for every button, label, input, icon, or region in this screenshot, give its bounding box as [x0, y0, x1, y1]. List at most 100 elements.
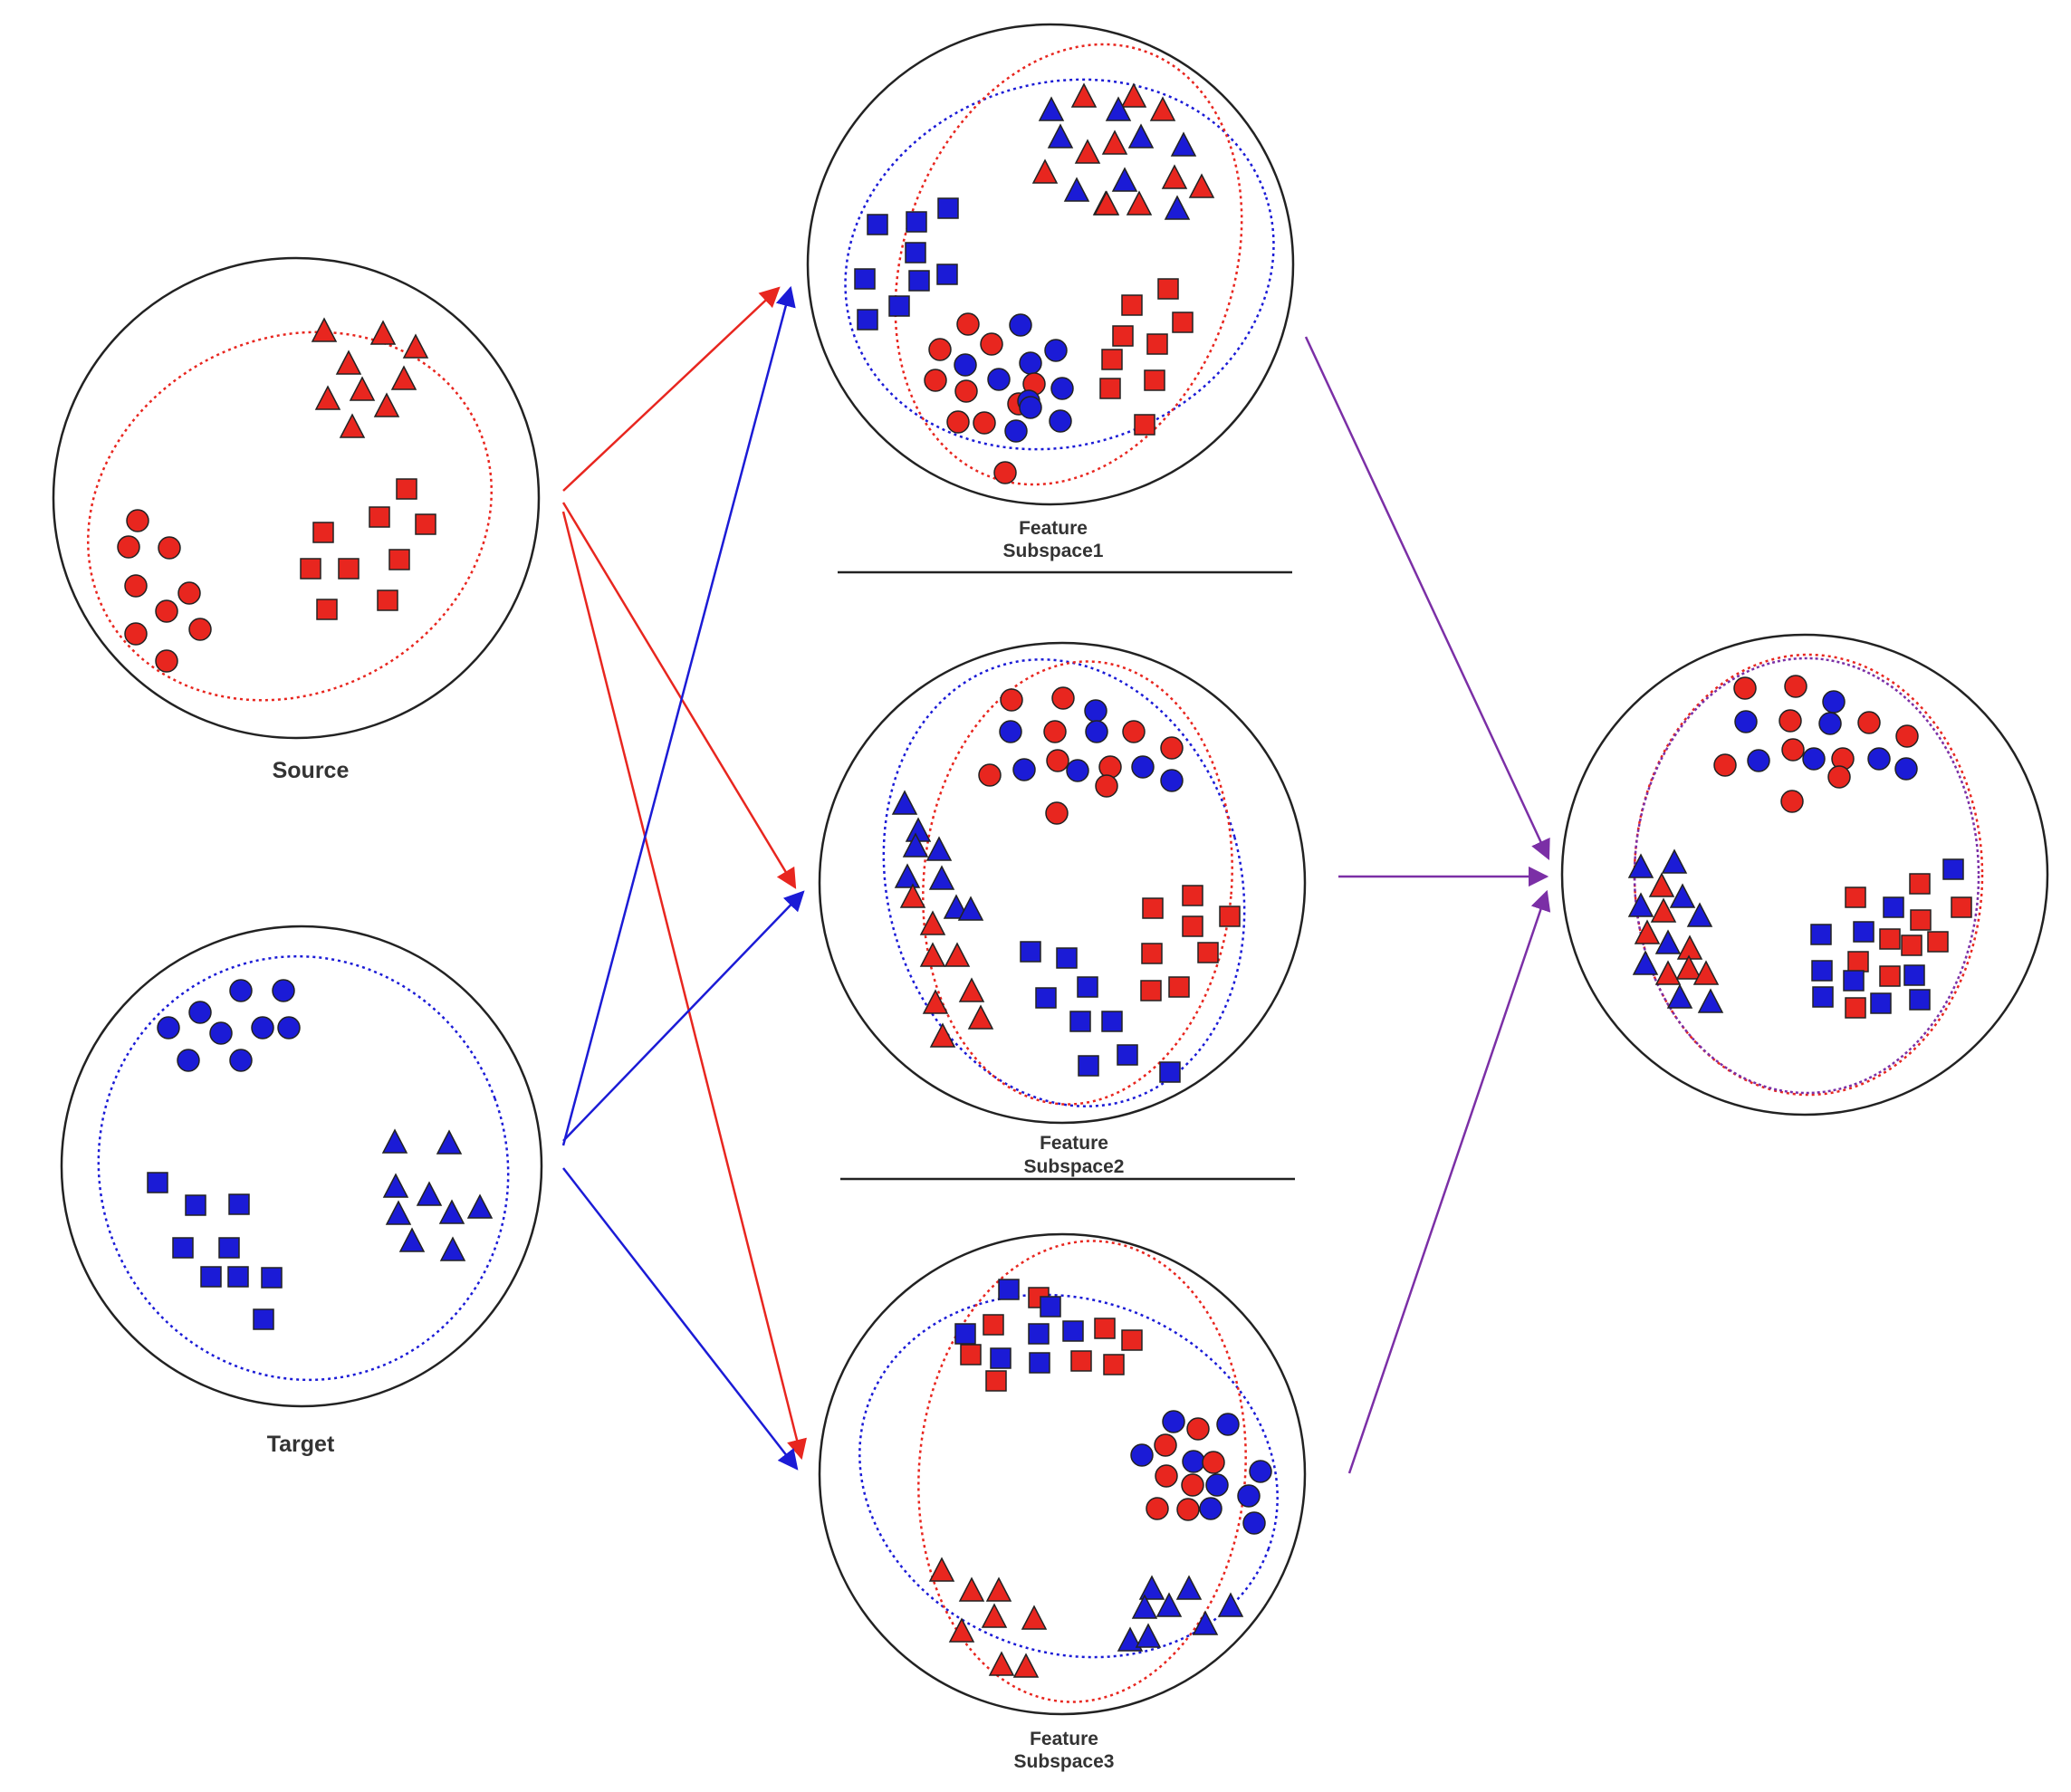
target-triangle-point — [1627, 892, 1654, 917]
source-square-point — [1070, 1350, 1092, 1372]
target-distribution-ellipse — [97, 954, 510, 1382]
source-square-point — [338, 558, 360, 580]
target-triangle-point — [925, 836, 953, 861]
source-circle-point — [1043, 720, 1067, 743]
target-circle-point — [1734, 710, 1758, 733]
target-triangle-point — [1666, 983, 1693, 1009]
target-square-point — [1853, 921, 1874, 943]
source-circle-point — [1154, 1433, 1177, 1457]
source-square-point — [1121, 1329, 1143, 1351]
target-circle-point — [1747, 749, 1770, 772]
source-square-point — [388, 549, 410, 570]
target-square-point — [218, 1237, 240, 1259]
source-square-point — [1182, 915, 1203, 937]
source-square-point — [1219, 906, 1241, 927]
source-triangle-point — [1149, 96, 1176, 121]
source-triangle-point — [958, 977, 985, 1002]
source-arrows — [561, 286, 807, 1461]
target-square-point — [185, 1194, 206, 1216]
target-circle-point — [1044, 339, 1068, 362]
source-triangle-point — [314, 385, 341, 410]
subspace2-label-line1: Feature — [1040, 1133, 1108, 1154]
source-triangle-point — [928, 1557, 955, 1582]
target-triangle-point — [439, 1236, 466, 1261]
target-square-point — [854, 268, 876, 290]
source-triangle-point — [1634, 919, 1661, 944]
source-triangle-point — [899, 883, 926, 908]
source-triangle-point — [1676, 934, 1703, 960]
target-circle-point — [1216, 1413, 1240, 1436]
target-label: Target — [267, 1432, 335, 1457]
target-triangle-point — [1138, 1575, 1165, 1600]
target-triangle-point — [436, 1129, 463, 1155]
source-triangle-point — [1012, 1653, 1040, 1678]
source-triangle-point — [988, 1651, 1015, 1676]
target-triangle-point — [1131, 1594, 1158, 1619]
source-triangle-point — [335, 350, 362, 375]
target-triangle-point — [928, 865, 955, 890]
source-triangle-point — [944, 942, 971, 967]
target-square-point — [1159, 1061, 1181, 1083]
source-square-point — [1172, 311, 1194, 333]
source-triangle-point — [402, 333, 429, 359]
source-circle-point — [177, 581, 201, 605]
target-to-subspace1-arrow — [561, 285, 796, 1146]
subspace1-source-ellipse — [894, 43, 1243, 486]
target-square-point — [1811, 960, 1833, 982]
target-square-point — [1909, 989, 1931, 1011]
source-square-point — [1197, 942, 1219, 963]
target-to-subspace3-arrow — [562, 1167, 799, 1471]
target-square-point — [990, 1347, 1012, 1369]
target-circle-point — [272, 979, 295, 1002]
source-triangle-point — [922, 989, 949, 1014]
source-domain-circle — [52, 256, 541, 740]
source-circle-point — [1181, 1473, 1204, 1497]
target-square-point — [867, 214, 888, 235]
target-triangle-point — [894, 863, 921, 888]
source-circle-point — [124, 574, 148, 598]
source-square-point — [1845, 997, 1866, 1019]
source-square-point — [1951, 896, 1972, 918]
source-triangle-point — [1161, 164, 1188, 189]
target-square-point — [228, 1193, 250, 1215]
target-square-point — [200, 1266, 222, 1288]
source-square-point — [316, 599, 338, 620]
target-circle-point — [1085, 720, 1108, 743]
subspace1-to-output-arrow — [1304, 336, 1550, 861]
source-circle-point — [1779, 709, 1802, 733]
target-square-point — [936, 264, 958, 285]
target-square-point — [1020, 941, 1041, 963]
source-square-point — [960, 1344, 982, 1366]
target-square-point — [147, 1172, 168, 1193]
target-triangle-point — [1127, 123, 1155, 149]
target-circle-point — [1182, 1450, 1205, 1473]
source-square-point — [1141, 943, 1163, 964]
source-to-subspace2-arrow — [561, 502, 797, 889]
target-triangle-point — [1654, 929, 1682, 954]
source-square-point — [1144, 369, 1165, 391]
target-square-point — [1870, 992, 1892, 1014]
source-square-point — [1845, 886, 1866, 908]
source-square-point — [415, 513, 436, 535]
source-triangle-point — [1126, 190, 1153, 216]
target-square-point — [1101, 1011, 1123, 1032]
target-triangle-point — [1632, 950, 1659, 975]
source-triangle-point — [1070, 82, 1098, 108]
source-circle-point — [1098, 755, 1122, 779]
target-square-point — [172, 1237, 194, 1259]
target-square-point — [1029, 1352, 1050, 1374]
target-domain-circle — [60, 925, 543, 1408]
target-triangle-point — [466, 1193, 494, 1219]
source-triangle-point — [1101, 129, 1128, 155]
target-circle-point — [1084, 699, 1107, 723]
target-circle-point — [1066, 759, 1089, 782]
source-triangle-point — [311, 317, 338, 342]
source-triangle-point — [339, 413, 366, 438]
target-circle-point — [1818, 712, 1842, 735]
source-circle-point — [1784, 675, 1807, 698]
target-triangle-point — [1661, 848, 1688, 874]
source-circle-point — [1122, 720, 1146, 743]
source-triangle-point — [1021, 1605, 1048, 1630]
source-circle-point — [117, 535, 140, 559]
target-circle-point — [229, 979, 253, 1002]
